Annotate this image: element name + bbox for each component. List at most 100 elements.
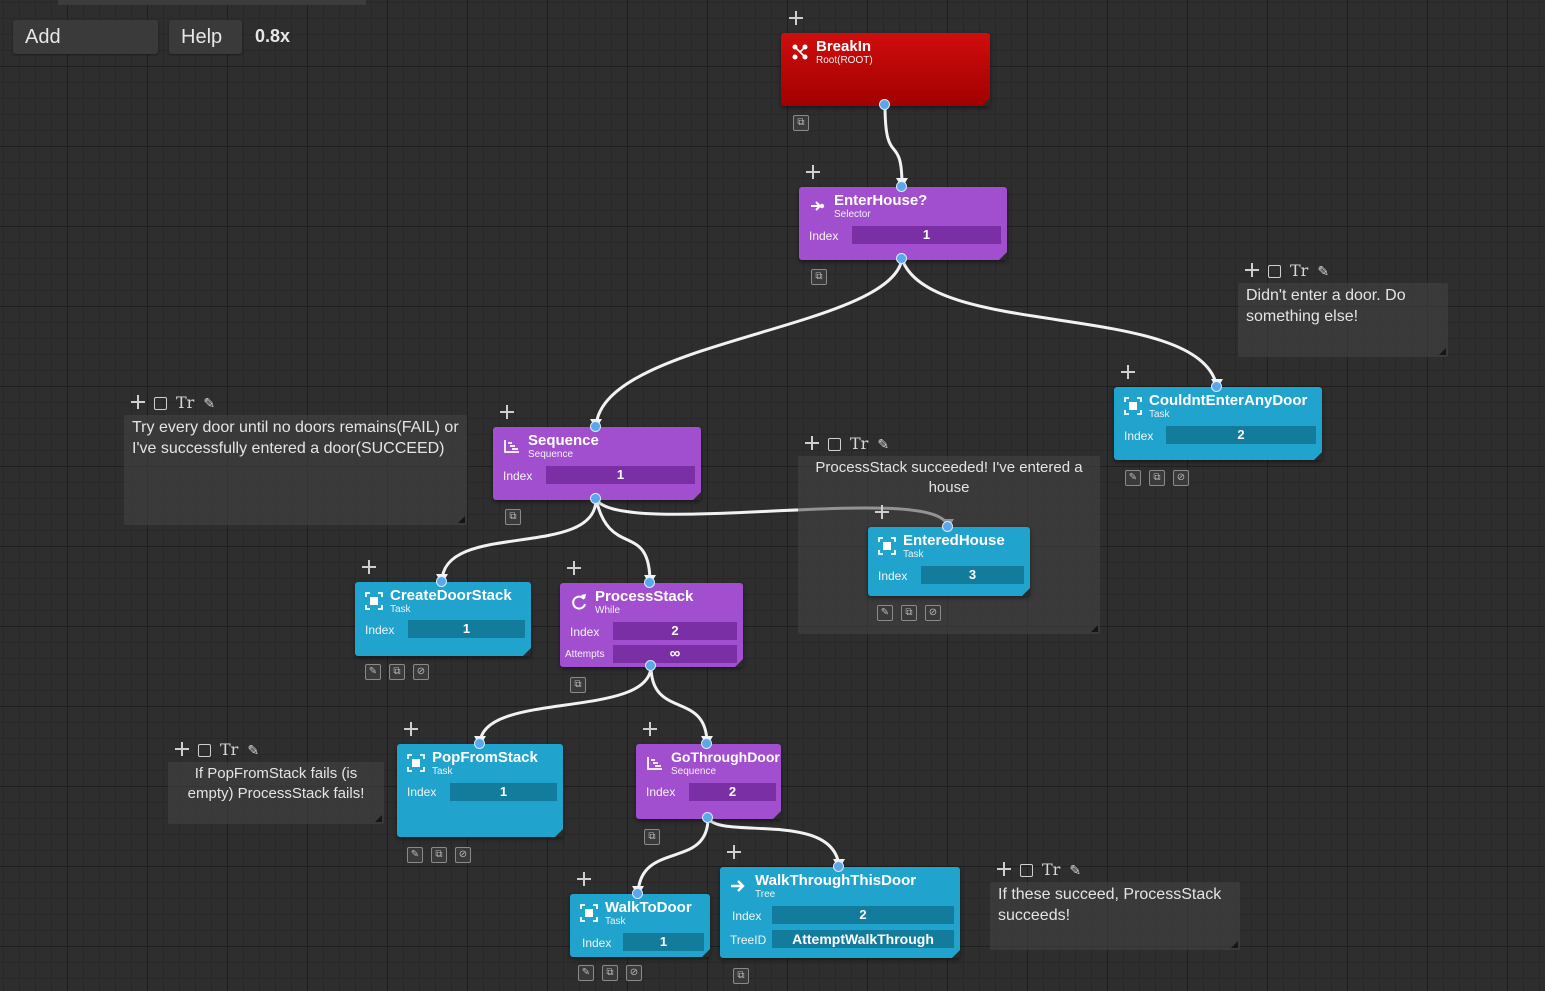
node-type: Task: [432, 766, 453, 777]
move-plus-icon[interactable]: [362, 560, 376, 574]
pencil-icon[interactable]: ✎: [1069, 862, 1082, 878]
task-square-icon: [580, 904, 598, 922]
comment-popfromstack-fails[interactable]: If PopFromStack fails (is empty) Process…: [168, 762, 384, 824]
output-port[interactable]: [879, 99, 890, 110]
index-field[interactable]: 1: [623, 933, 704, 951]
list-icon[interactable]: [828, 438, 841, 451]
treeid-field[interactable]: AttemptWalkThrough: [772, 930, 954, 948]
input-port[interactable]: [942, 521, 953, 532]
index-field[interactable]: 3: [921, 566, 1024, 584]
pencil-icon[interactable]: ✎: [365, 664, 381, 680]
move-plus-icon[interactable]: [131, 395, 145, 409]
duplicate-icon[interactable]: ⧉: [570, 677, 586, 693]
duplicate-icon[interactable]: ⧉: [901, 605, 917, 621]
text-size-icon[interactable]: Tr: [850, 434, 869, 453]
pencil-icon[interactable]: ✎: [203, 395, 216, 411]
duplicate-icon[interactable]: ⧉: [644, 829, 660, 845]
input-port[interactable]: [644, 577, 655, 588]
input-port[interactable]: [833, 861, 844, 872]
move-plus-icon[interactable]: [567, 561, 581, 575]
text-size-icon[interactable]: Tr: [1290, 261, 1309, 280]
output-port[interactable]: [590, 493, 601, 504]
output-port[interactable]: [645, 660, 656, 671]
pencil-icon[interactable]: ✎: [578, 965, 594, 981]
duplicate-icon[interactable]: ⧉: [505, 509, 521, 525]
link-icon[interactable]: ⊘: [455, 847, 471, 863]
duplicate-icon[interactable]: ⧉: [1149, 470, 1165, 486]
comment-try-every-door[interactable]: Try every door until no doors remains(FA…: [124, 415, 467, 525]
node-gothroughdoor[interactable]: GoThroughDoor Sequence Index 2: [636, 744, 781, 819]
move-plus-icon[interactable]: [806, 165, 820, 179]
index-field[interactable]: 1: [408, 620, 525, 638]
input-port[interactable]: [701, 738, 712, 749]
move-plus-icon[interactable]: [875, 505, 889, 519]
move-plus-icon[interactable]: [805, 436, 819, 450]
move-plus-icon[interactable]: [500, 405, 514, 419]
pencil-icon[interactable]: ✎: [247, 742, 260, 758]
comment-didnt-enter[interactable]: Didn't enter a door. Do something else!: [1238, 283, 1448, 357]
output-port[interactable]: [702, 812, 713, 823]
input-port[interactable]: [1211, 381, 1222, 392]
index-field[interactable]: 1: [450, 783, 557, 801]
index-field[interactable]: 2: [689, 783, 776, 801]
pencil-icon[interactable]: ✎: [877, 605, 893, 621]
link-icon[interactable]: ⊘: [925, 605, 941, 621]
input-port[interactable]: [896, 181, 907, 192]
help-button[interactable]: Help: [169, 20, 242, 54]
list-icon[interactable]: [198, 744, 211, 757]
index-field[interactable]: 2: [772, 906, 954, 924]
input-port[interactable]: [474, 738, 485, 749]
text-size-icon[interactable]: Tr: [1042, 860, 1061, 879]
output-port[interactable]: [896, 253, 907, 264]
move-plus-icon[interactable]: [789, 11, 803, 25]
move-plus-icon[interactable]: [1245, 263, 1259, 277]
pencil-icon[interactable]: ✎: [877, 436, 890, 452]
node-breakin[interactable]: BreakIn Root(ROOT): [781, 33, 990, 106]
duplicate-icon[interactable]: ⧉: [602, 965, 618, 981]
index-field[interactable]: 1: [546, 466, 695, 484]
move-plus-icon[interactable]: [404, 722, 418, 736]
index-field[interactable]: 2: [1166, 426, 1316, 444]
node-sequence[interactable]: Sequence Sequence Index 1: [493, 427, 701, 500]
link-icon[interactable]: ⊘: [1173, 470, 1189, 486]
duplicate-icon[interactable]: ⧉: [389, 664, 405, 680]
node-title: PopFromStack: [432, 749, 538, 766]
text-size-icon[interactable]: Tr: [220, 740, 239, 759]
pencil-icon[interactable]: ✎: [1317, 263, 1330, 279]
list-icon[interactable]: [1268, 265, 1281, 278]
node-enteredhouse[interactable]: EnteredHouse Task Index 3: [868, 527, 1030, 596]
input-port[interactable]: [590, 421, 601, 432]
index-field[interactable]: 2: [613, 622, 737, 640]
list-icon[interactable]: [154, 397, 167, 410]
input-port[interactable]: [632, 888, 643, 899]
index-field[interactable]: 1: [852, 226, 1001, 244]
move-plus-icon[interactable]: [1121, 365, 1135, 379]
add-button[interactable]: Add: [13, 20, 158, 54]
duplicate-icon[interactable]: ⧉: [811, 269, 827, 285]
move-plus-icon[interactable]: [643, 722, 657, 736]
pencil-icon[interactable]: ✎: [407, 847, 423, 863]
move-plus-icon[interactable]: [997, 862, 1011, 876]
comment-if-these-succeed[interactable]: If these succeed, ProcessStack succeeds!: [990, 882, 1240, 950]
duplicate-icon[interactable]: ⧉: [793, 115, 809, 131]
node-walktodoor[interactable]: WalkToDoor Task Index 1: [570, 894, 710, 957]
move-plus-icon[interactable]: [577, 872, 591, 886]
link-icon[interactable]: ⊘: [626, 965, 642, 981]
attempts-field[interactable]: ∞: [613, 645, 737, 663]
move-plus-icon[interactable]: [727, 845, 741, 859]
duplicate-icon[interactable]: ⧉: [431, 847, 447, 863]
node-processstack[interactable]: ProcessStack While Index 2 Attempts ∞: [560, 583, 743, 667]
duplicate-icon[interactable]: ⧉: [733, 968, 749, 984]
input-port[interactable]: [436, 576, 447, 587]
node-couldntenteranydoor[interactable]: CouldntEnterAnyDoor Task Index 2: [1114, 387, 1322, 460]
link-icon[interactable]: ⊘: [413, 664, 429, 680]
node-walkthroughthisdoor[interactable]: WalkThroughThisDoor Tree Index 2 TreeID …: [720, 867, 960, 958]
list-icon[interactable]: [1020, 864, 1033, 877]
node-popfromstack[interactable]: PopFromStack Task Index 1: [397, 744, 563, 837]
pencil-icon[interactable]: ✎: [1125, 470, 1141, 486]
node-enterhouse[interactable]: EnterHouse? Selector Index 1: [799, 187, 1007, 260]
node-createdoorstack[interactable]: CreateDoorStack Task Index 1: [355, 582, 531, 656]
comment-toolbar: Tr ✎: [131, 393, 224, 412]
move-plus-icon[interactable]: [175, 742, 189, 756]
text-size-icon[interactable]: Tr: [176, 393, 195, 412]
